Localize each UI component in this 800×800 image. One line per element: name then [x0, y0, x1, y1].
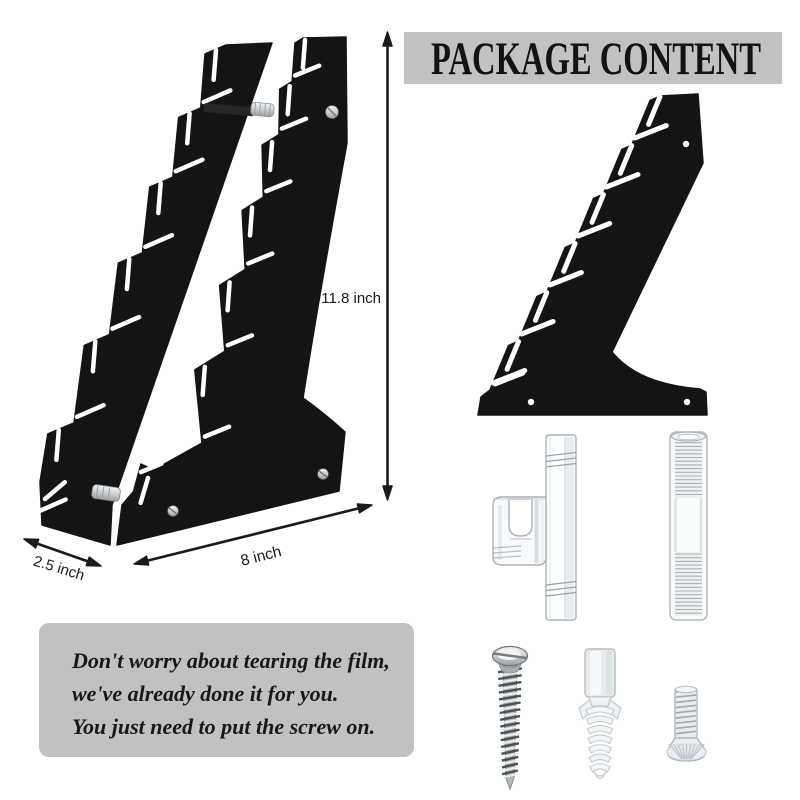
svg-text:Don't worry about tearing the: Don't worry about tearing the film, [71, 648, 390, 673]
svg-text:we've already done it for you.: we've already done it for you. [72, 681, 338, 706]
svg-text:You just need to put the screw: You just need to put the screw on. [72, 714, 375, 739]
svg-text:11.8 inch: 11.8 inch [321, 290, 381, 307]
svg-text:PACKAGE CONTENT: PACKAGE CONTENT [431, 33, 761, 85]
